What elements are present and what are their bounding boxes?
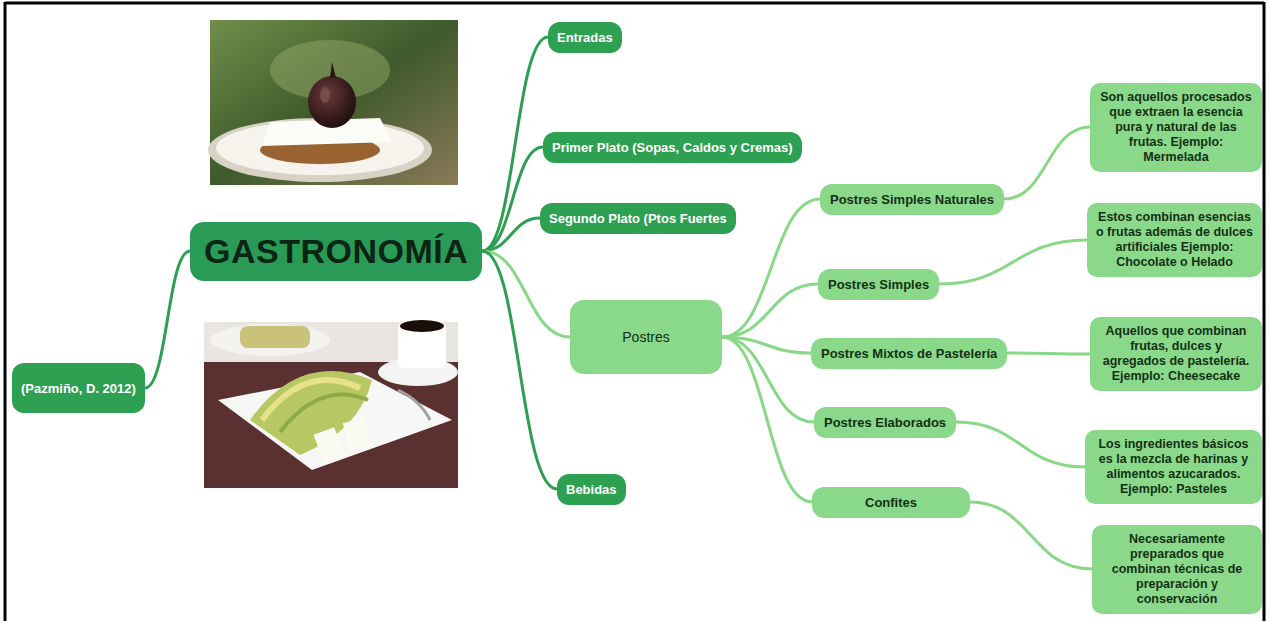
branch-connector [722,199,820,337]
description-box: Aquellos que combinan frutas, dulces y a… [1090,317,1262,391]
branch-connector [722,337,814,422]
description-box: Son aquellos procesados que extraen la e… [1090,83,1262,172]
node-label: Bebidas [566,482,617,497]
description-box: Estos combinan esencias o frutas además … [1087,203,1262,277]
subtopic-box: Postres Simples [818,269,939,300]
node-label: Postres Simples Naturales [830,192,994,207]
branch-box: Segundo Plato (Ptos Fuertes [540,203,736,234]
node-label: Aquellos que combinan frutas, dulces y a… [1098,324,1254,384]
branch-connector [939,240,1087,284]
branch-connector [482,251,557,489]
branch-connector [482,37,548,251]
branch-box: Entradas [548,22,622,53]
node-label: Primer Plato (Sopas, Caldos y Cremas) [552,140,793,155]
description-box: Necesariamente preparados que combinan t… [1092,525,1262,614]
source-box: (Pazmiño, D. 2012) [12,363,145,413]
dessert-photo [208,20,458,185]
frame-border [5,2,1264,621]
subtopic-box: Postres Mixtos de Pastelería [811,338,1007,369]
node-label: Estos combinan esencias o frutas además … [1095,210,1254,270]
branch-connector [722,337,812,502]
humitas-photo [204,320,458,488]
node-label: (Pazmiño, D. 2012) [21,381,136,396]
node-label: Entradas [557,30,613,45]
node-label: Necesariamente preparados que combinan t… [1100,532,1254,607]
node-label: Postres Elaborados [824,415,946,430]
branch-box: Postres [570,300,722,374]
central-topic: GASTRONOMÍA [190,222,482,281]
branch-box: Primer Plato (Sopas, Caldos y Cremas) [543,132,802,163]
branch-connector [970,502,1092,569]
branch-box: Bebidas [557,474,626,505]
node-label: Los ingredientes básicos es la mezcla de… [1093,437,1254,497]
branch-connector [1004,127,1090,199]
node-label: Postres [622,329,669,345]
branch-connector [145,251,190,388]
subtopic-box: Postres Elaborados [814,407,956,438]
branch-connector [956,422,1085,467]
subtopic-box: Confites [812,487,970,518]
branch-connector [482,218,540,251]
node-label: GASTRONOMÍA [204,232,468,271]
branch-connector [722,284,818,337]
node-label: Postres Simples [828,277,929,292]
description-box: Los ingredientes básicos es la mezcla de… [1085,430,1262,504]
node-label: Son aquellos procesados que extraen la e… [1098,90,1254,165]
node-label: Segundo Plato (Ptos Fuertes [549,211,727,226]
branch-connector [1007,353,1090,354]
branch-connector [482,147,543,251]
node-label: Postres Mixtos de Pastelería [821,346,997,361]
subtopic-box: Postres Simples Naturales [820,184,1004,215]
node-label: Confites [865,495,917,510]
